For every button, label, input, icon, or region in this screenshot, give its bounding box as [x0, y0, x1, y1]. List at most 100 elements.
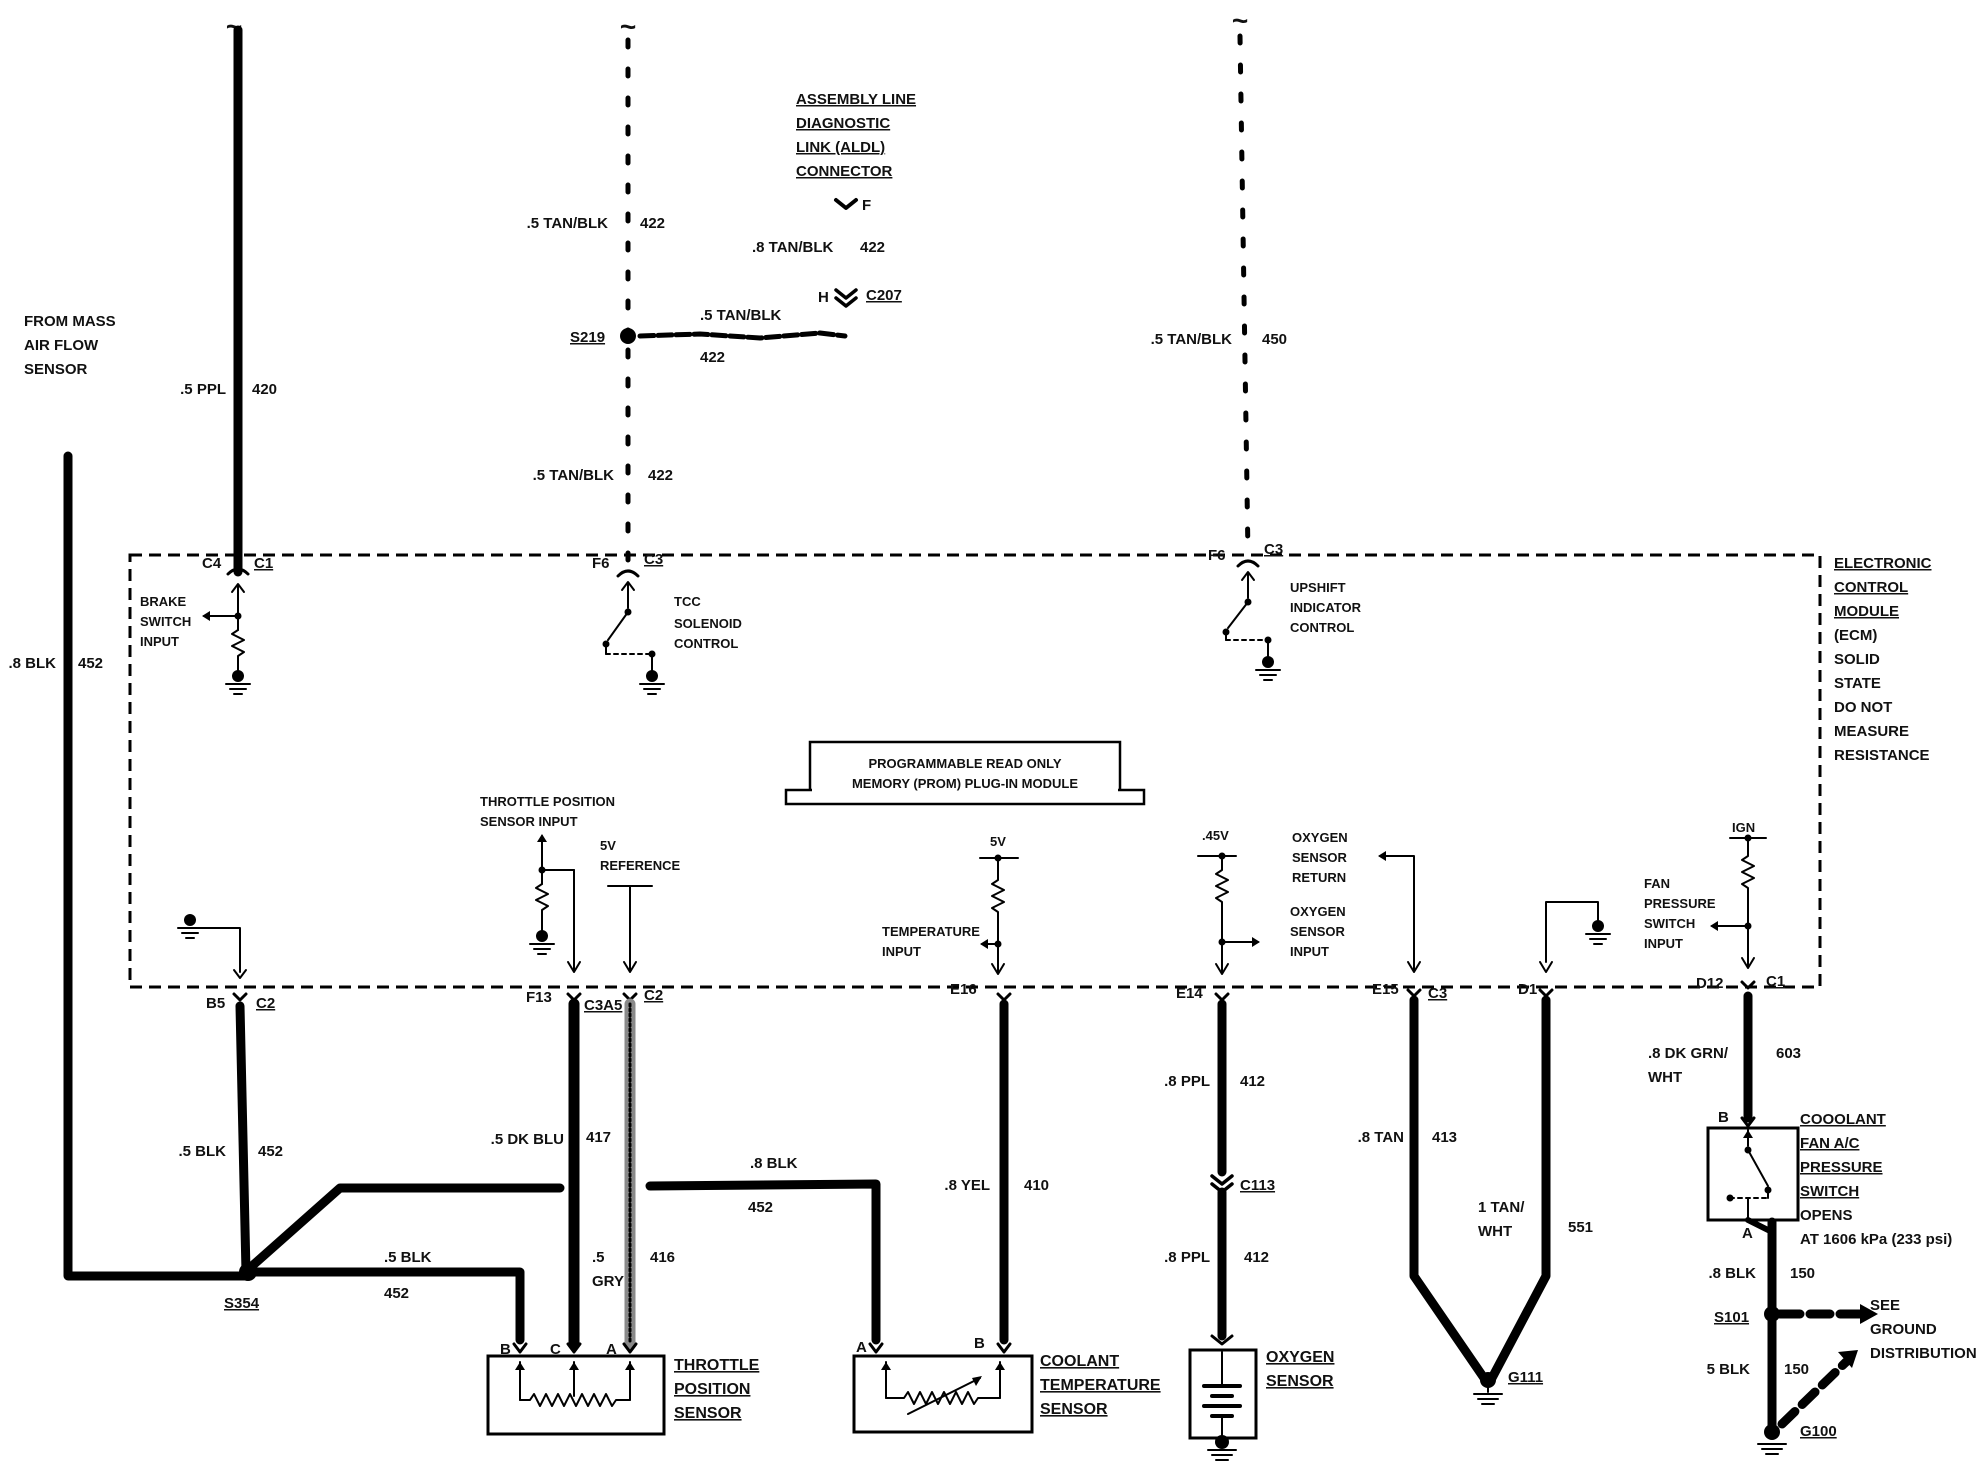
wire-blk-452-to-cts-b [645, 1179, 881, 1345]
wire-circuit: 413 [1432, 1129, 1457, 1146]
component-label: OPENS [1800, 1207, 1853, 1224]
wire-label: .5 TAN/BLK [1151, 331, 1233, 348]
wire-circuit: 603 [1776, 1045, 1801, 1062]
wire-blk-452-b5 [235, 1001, 251, 1277]
internal-label: TCC [674, 594, 701, 609]
wire-circuit: 422 [860, 239, 885, 256]
wire-circuit: 416 [650, 1249, 675, 1266]
wire-to-ground-distribution-2 [1777, 1357, 1851, 1429]
component-label: COOOLANT [1800, 1111, 1886, 1128]
maf-label-line: AIR FLOW [24, 337, 99, 354]
connector-symbol [226, 567, 250, 576]
internal-label: SWITCH [140, 614, 191, 629]
connector-symbol [834, 288, 858, 308]
component-pin-label: A [856, 1339, 867, 1356]
wire-label: .8 TAN/BLK [752, 239, 834, 256]
splice-label: S101 [1714, 1309, 1749, 1326]
inline-connector-label: C113 [1240, 1177, 1275, 1194]
wire-tan-blk-450 [1237, 33, 1251, 558]
component-label: TEMPERATURE [1040, 1377, 1161, 1394]
component-label: SENSOR [1266, 1373, 1334, 1390]
wire-label: .8 TAN [1358, 1129, 1404, 1146]
component-pin-label: B [1718, 1109, 1729, 1126]
component-label: SENSOR [674, 1405, 742, 1422]
wire-label: .5 TAN/BLK [527, 215, 609, 232]
aldl-connector: ASSEMBLY LINE DIAGNOSTIC LINK (ALDL) CON… [752, 91, 916, 308]
component-label: SENSOR [1040, 1401, 1108, 1418]
ecm-title-line: MEASURE [1834, 723, 1909, 740]
ecm-pin-label: E14 [1176, 985, 1203, 1002]
wire-label: .8 DK GRN/ [1648, 1045, 1729, 1062]
ground-g100: G100 [1757, 1423, 1837, 1455]
wire-circuit: 422 [648, 467, 673, 484]
internal-label: 5V [990, 834, 1006, 849]
wire-circuit: 450 [1262, 331, 1287, 348]
aldl-title-line: ASSEMBLY LINE [796, 91, 916, 108]
wire-label: WHT [1478, 1223, 1512, 1240]
wire-label: .5 PPL [180, 381, 226, 398]
internal-label: TEMPERATURE [882, 924, 980, 939]
connector-symbol [1236, 559, 1260, 568]
ecm-title: ELECTRONIC CONTROL MODULE (ECM) SOLID ST… [1834, 555, 1932, 764]
upshift-indicator-control-circuit: UPSHIFT INDICATOR CONTROL [1222, 571, 1362, 681]
component-label: THROTTLE [674, 1357, 760, 1374]
internal-label: SENSOR [1292, 850, 1348, 865]
ecm-pin-label: D12 [1696, 975, 1724, 992]
component-pin-label: C [550, 1341, 561, 1358]
ecm-title-line: CONTROL [1834, 579, 1908, 596]
internal-label: PRESSURE [1644, 896, 1716, 911]
internal-label: OXYGEN [1292, 830, 1348, 845]
ecm-pin-label: E16 [950, 981, 977, 998]
internal-label: SENSOR [1290, 924, 1346, 939]
wire-circuit: 412 [1240, 1073, 1265, 1090]
wire-circuit: 452 [78, 655, 103, 672]
prom-label-line: MEMORY (PROM) PLUG-IN MODULE [852, 776, 1078, 791]
arrow-icon [1860, 1304, 1878, 1324]
wire-label: .8 BLK [8, 655, 56, 672]
maf-label-line: FROM MASS [24, 313, 116, 330]
tps-input-circuit: THROTTLE POSITION SENSOR INPUT [480, 794, 615, 973]
d1-ground-circuit [1539, 901, 1611, 973]
wire-label: .5 TAN/BLK [533, 467, 615, 484]
internal-label: FAN [1644, 876, 1670, 891]
ground-label: G111 [1508, 1369, 1543, 1386]
tcc-solenoid-control-circuit: TCC SOLENOID CONTROL [602, 581, 742, 695]
temperature-input-circuit: 5V TEMPERATURE INPUT [882, 834, 1019, 975]
oxygen-sensor: OXYGEN SENSOR [1188, 1334, 1334, 1461]
wire-blk-150-jog [1745, 1217, 1775, 1235]
wire-label: .5 BLK [178, 1143, 226, 1160]
ecm-connector-label: C3A5 [584, 997, 622, 1014]
ecm-pin-label: F6 [1208, 547, 1226, 564]
internal-label: OXYGEN [1290, 904, 1346, 919]
ecm-connector-label: C3 [1428, 985, 1447, 1002]
ecm-box [128, 553, 1822, 989]
ecm-pin-label: D1 [1518, 981, 1537, 998]
internal-label: INDICATOR [1290, 600, 1362, 615]
wire-label: .8 BLK [750, 1155, 798, 1172]
connector-symbol [616, 569, 640, 578]
connector-symbol [1538, 988, 1554, 998]
ecm-connector-label: C3 [644, 551, 663, 568]
connector-symbol [1406, 988, 1422, 998]
component-label: PRESSURE [1800, 1159, 1883, 1176]
wire-label: .8 BLK [1708, 1265, 1756, 1282]
aldl-title-line: LINK (ALDL) [796, 139, 885, 156]
oxygen-sensor-return-circuit: OXYGEN SENSOR RETURN [1292, 830, 1421, 973]
connector-symbol [996, 992, 1012, 1002]
wire-circuit: 452 [748, 1199, 773, 1216]
connector-symbol [232, 992, 248, 1002]
wire-tan-413 [1409, 995, 1489, 1383]
fan-pressure-switch-input-circuit: IGN FAN PRESSURE SWITCH INPUT [1644, 820, 1767, 969]
ecm-pin-label: C4 [202, 555, 222, 572]
internal-label: SENSOR INPUT [480, 814, 578, 829]
ecm-title-line: RESISTANCE [1834, 747, 1930, 764]
internal-label: CONTROL [674, 636, 738, 651]
ecm-connector-label: C1 [1766, 973, 1785, 990]
internal-label: SWITCH [1644, 916, 1695, 931]
5v-reference-circuit: 5V REFERENCE [600, 838, 681, 973]
wire-label: WHT [1648, 1069, 1682, 1086]
internal-label: INPUT [140, 634, 179, 649]
internal-label: RETURN [1292, 870, 1346, 885]
wire-tan-blk-422-to-aldl [637, 330, 848, 341]
